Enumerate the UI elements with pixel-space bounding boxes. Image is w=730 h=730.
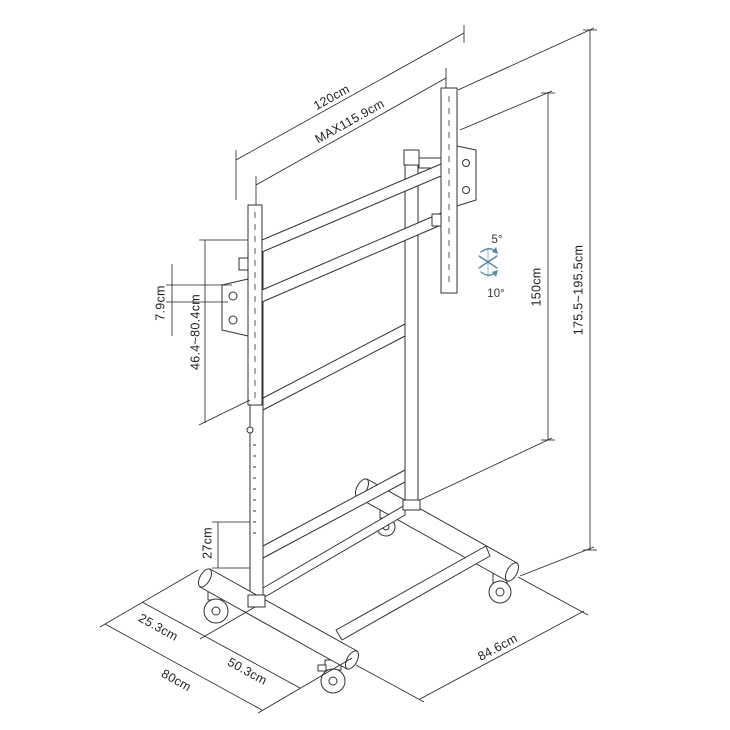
left-bracket-plate-hole <box>228 315 238 325</box>
label-bracket-height: 46.4~80.4cm <box>188 294 202 370</box>
label-crossbar-height: 27cm <box>200 527 214 559</box>
dim-ext-line <box>517 576 589 616</box>
lower-crossbar <box>262 469 406 559</box>
label-hole-spacing: 7.9cm <box>153 285 167 321</box>
right-pole-base-plate <box>402 499 421 511</box>
left-bracket-plate-hole <box>228 291 238 301</box>
dim-line-base-depth <box>104 623 263 711</box>
dim-line-base-rear-front <box>141 601 301 689</box>
right-bracket-plate-hole <box>462 159 470 167</box>
dim-ext-line <box>519 546 595 577</box>
right-bracket-plate <box>456 145 477 207</box>
label-center-height: 150cm <box>529 267 543 306</box>
dim-ext-line <box>99 569 199 628</box>
base-front-cross-tube <box>335 545 491 641</box>
label-tilt-up: 5° <box>492 234 503 246</box>
dimension-lines <box>99 25 597 714</box>
dim-ext-line <box>198 399 251 426</box>
dim-ext-line <box>419 437 553 501</box>
stand-drawing <box>197 87 520 694</box>
left-pole-height-holes <box>253 444 256 534</box>
left-pole-base-plate <box>247 594 266 608</box>
left-bracket-plate <box>221 278 249 337</box>
dim-line-max-width <box>255 77 447 186</box>
right-pole-cap <box>403 149 420 166</box>
dim-ext-line <box>257 657 353 714</box>
left-pole-knob <box>246 426 254 434</box>
right-bracket-clamp <box>431 213 442 227</box>
left-bracket-rail <box>247 204 263 406</box>
left-base-tube-front-cap <box>344 650 360 670</box>
dim-ext-line <box>199 606 256 640</box>
label-tilt-down: 10° <box>487 288 504 300</box>
right-upright-pole <box>404 159 419 511</box>
right-bracket-rail <box>440 87 458 294</box>
dim-line-base-width <box>419 610 585 700</box>
dim-line-overall-width <box>235 32 465 161</box>
right-bracket-plate-hole <box>462 186 470 194</box>
dim-ext-line <box>459 90 553 131</box>
dim-ext-line <box>457 27 595 91</box>
left-bracket-clamp <box>238 257 249 271</box>
middle-crossbar <box>262 323 406 411</box>
left-base-tube-rear-cap <box>197 568 213 588</box>
label-total-height: 175.5~195.5cm <box>571 245 585 335</box>
dim-ext-line <box>355 664 425 703</box>
right-base-tube-front-cap <box>504 562 520 582</box>
tilt-arrows-icon <box>478 247 498 278</box>
